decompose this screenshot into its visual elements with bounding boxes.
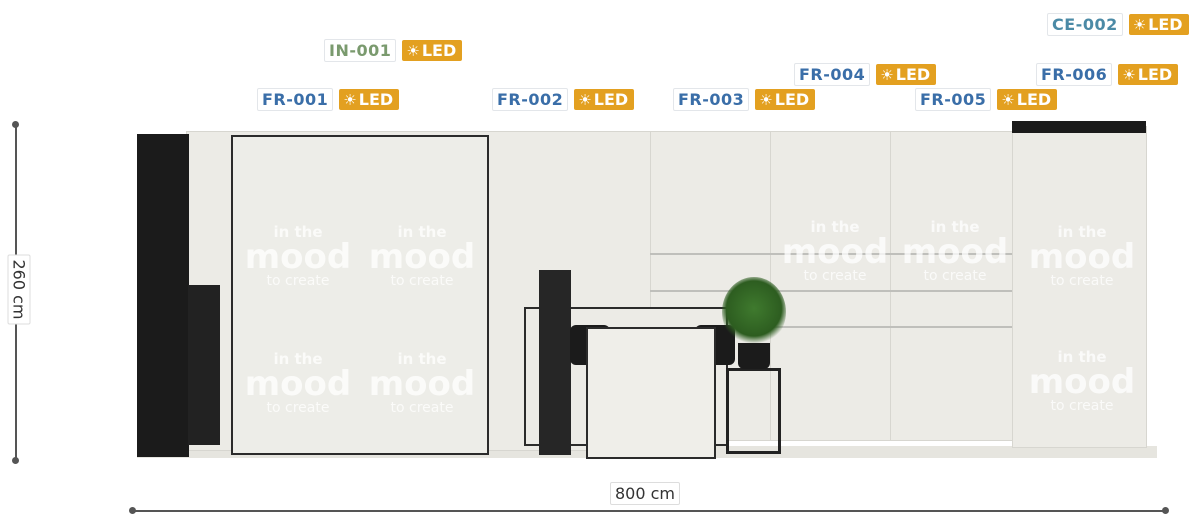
watermark-line1: in the — [1057, 223, 1107, 241]
tag-code: FR-005 — [915, 88, 992, 111]
watermark: in the mood to create — [1022, 223, 1142, 289]
tag-code: FR-004 — [794, 63, 871, 86]
tag-fr005[interactable]: FR-005 ☀LED — [915, 88, 1058, 111]
tag-fr002[interactable]: FR-002 ☀LED — [492, 88, 635, 111]
height-dimension-label: 260 cm — [7, 254, 31, 325]
led-badge: ☀LED — [574, 89, 635, 110]
watermark-line2: mood — [368, 237, 476, 277]
tag-code: IN-001 — [324, 39, 397, 62]
watermark-line1: in the — [397, 223, 447, 241]
led-label: LED — [774, 90, 810, 109]
height-dimension-bottom-marker — [12, 457, 19, 464]
watermark-line2: mood — [368, 364, 476, 404]
tag-fr006[interactable]: FR-006 ☀LED — [1036, 63, 1179, 86]
watermark-line3: to create — [390, 400, 454, 416]
frame-panel-fr001 — [231, 135, 489, 455]
watermark: in the mood to create — [775, 218, 895, 284]
led-badge: ☀LED — [1128, 14, 1189, 35]
watermark: in the mood to create — [1022, 348, 1142, 414]
watermark-line3: to create — [1050, 273, 1114, 289]
tag-code: FR-003 — [673, 88, 750, 111]
tag-fr004[interactable]: FR-004 ☀LED — [794, 63, 937, 86]
led-badge: ☀LED — [876, 64, 937, 85]
watermark-line2: mood — [781, 232, 889, 272]
brochure-stand — [539, 270, 571, 455]
watermark-line3: to create — [266, 273, 330, 289]
sun-icon: ☀ — [343, 90, 357, 109]
watermark-line1: in the — [810, 218, 860, 236]
led-label: LED — [1148, 15, 1183, 34]
tag-fr001[interactable]: FR-001 ☀LED — [257, 88, 400, 111]
counter-front — [586, 327, 716, 459]
column-ce002 — [1012, 126, 1147, 448]
left-black-wall — [137, 134, 189, 457]
led-badge: ☀LED — [997, 89, 1058, 110]
width-dimension-label: 800 cm — [610, 482, 681, 505]
watermark-line1: in the — [930, 218, 980, 236]
plant — [722, 277, 786, 347]
sun-icon: ☀ — [406, 41, 420, 60]
led-badge: ☀LED — [1118, 64, 1179, 85]
watermark: in the mood to create — [362, 350, 482, 416]
plant-pot — [738, 343, 770, 369]
width-dimension-left-marker — [129, 507, 136, 514]
tag-code: FR-002 — [492, 88, 569, 111]
wall-divider — [650, 253, 1012, 255]
watermark-line1: in the — [1057, 348, 1107, 366]
wall-divider — [650, 290, 1012, 292]
wall-divider — [650, 326, 1012, 328]
led-label: LED — [1137, 65, 1173, 84]
tag-ce002[interactable]: CE-002 ☀LED — [1047, 13, 1189, 36]
watermark-line2: mood — [901, 232, 1009, 272]
tag-fr003[interactable]: FR-003 ☀LED — [673, 88, 816, 111]
tag-code: CE-002 — [1047, 13, 1123, 36]
watermark: in the mood to create — [238, 223, 358, 289]
led-label: LED — [358, 90, 394, 109]
watermark-line1: in the — [273, 223, 323, 241]
storage-cabinet — [188, 285, 220, 445]
height-dimension-top-marker — [12, 121, 19, 128]
led-badge: ☀LED — [402, 40, 463, 61]
watermark-line3: to create — [390, 273, 454, 289]
led-label: LED — [895, 65, 931, 84]
watermark-line1: in the — [273, 350, 323, 368]
column-top-cap — [1012, 121, 1146, 133]
watermark: in the mood to create — [238, 350, 358, 416]
led-label: LED — [421, 41, 457, 60]
wall-panel-fr004 — [770, 131, 892, 441]
led-label: LED — [1016, 90, 1052, 109]
watermark-line2: mood — [244, 364, 352, 404]
sun-icon: ☀ — [1001, 90, 1015, 109]
watermark-line2: mood — [244, 237, 352, 277]
led-badge: ☀LED — [755, 89, 816, 110]
watermark: in the mood to create — [895, 218, 1015, 284]
tag-code: FR-006 — [1036, 63, 1113, 86]
sun-icon: ☀ — [1122, 65, 1136, 84]
tag-in001[interactable]: IN-001 ☀LED — [324, 39, 463, 62]
watermark-line3: to create — [266, 400, 330, 416]
watermark-line3: to create — [1050, 398, 1114, 414]
led-badge: ☀LED — [339, 89, 400, 110]
width-dimension-right-marker — [1162, 507, 1169, 514]
sun-icon: ☀ — [880, 65, 894, 84]
sun-icon: ☀ — [578, 90, 592, 109]
watermark-line1: in the — [397, 350, 447, 368]
watermark-line2: mood — [1028, 362, 1136, 402]
sun-icon: ☀ — [1132, 15, 1147, 34]
tag-code: FR-001 — [257, 88, 334, 111]
plant-stand — [726, 368, 781, 454]
width-dimension-line — [132, 510, 1167, 512]
watermark-line3: to create — [923, 268, 987, 284]
wall-panel-fr005 — [890, 131, 1014, 441]
watermark: in the mood to create — [362, 223, 482, 289]
watermark-line3: to create — [803, 268, 867, 284]
sun-icon: ☀ — [759, 90, 773, 109]
led-label: LED — [593, 90, 629, 109]
watermark-line2: mood — [1028, 237, 1136, 277]
